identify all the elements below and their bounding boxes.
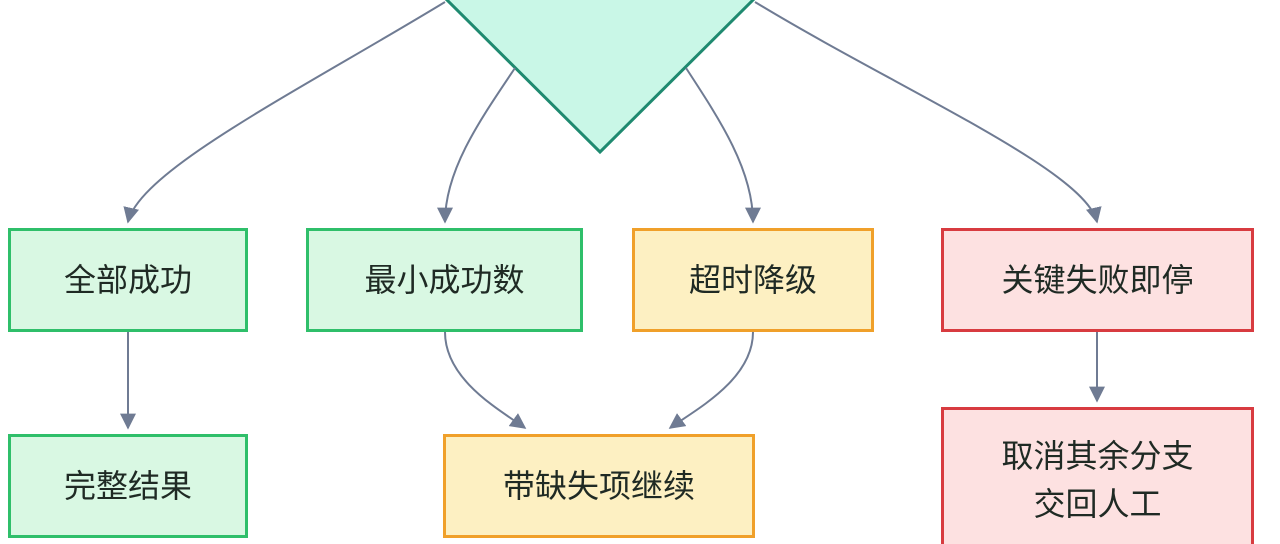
node-complete-result-label: 完整结果 <box>63 467 192 505</box>
edge-timeout-to-continue <box>668 331 754 429</box>
node-cancel-branches: 取消其余分支 交回人工 <box>941 407 1254 544</box>
node-all-success: 全部成功 <box>8 228 248 332</box>
node-continue-missing-label: 带缺失项继续 <box>502 467 695 505</box>
edge-decision-to-critical-stop <box>754 1 1102 224</box>
node-min-success: 最小成功数 <box>306 228 583 332</box>
node-critical-stop-label: 关键失败即停 <box>1001 261 1194 299</box>
node-timeout-degrade-label: 超时降级 <box>688 261 817 299</box>
edge-decision-to-all-success <box>123 1 446 224</box>
node-min-success-label: 最小成功数 <box>364 261 525 299</box>
node-continue-missing: 带缺失项继续 <box>443 434 755 538</box>
decision-diamond <box>444 0 756 155</box>
node-complete-result: 完整结果 <box>8 434 248 538</box>
node-cancel-branches-text: 取消其余分支 交回人工 <box>1001 432 1193 528</box>
edge-decision-to-min-success <box>437 67 516 224</box>
node-critical-stop: 关键失败即停 <box>941 228 1254 332</box>
edge-min-success-to-continue <box>444 331 527 429</box>
node-cancel-line2: 交回人工 <box>1033 485 1162 523</box>
node-cancel-line1: 取消其余分支 <box>1001 437 1194 475</box>
node-all-success-label: 全部成功 <box>63 261 192 299</box>
node-timeout-degrade: 超时降级 <box>632 228 874 332</box>
edge-decision-to-timeout <box>685 67 761 224</box>
